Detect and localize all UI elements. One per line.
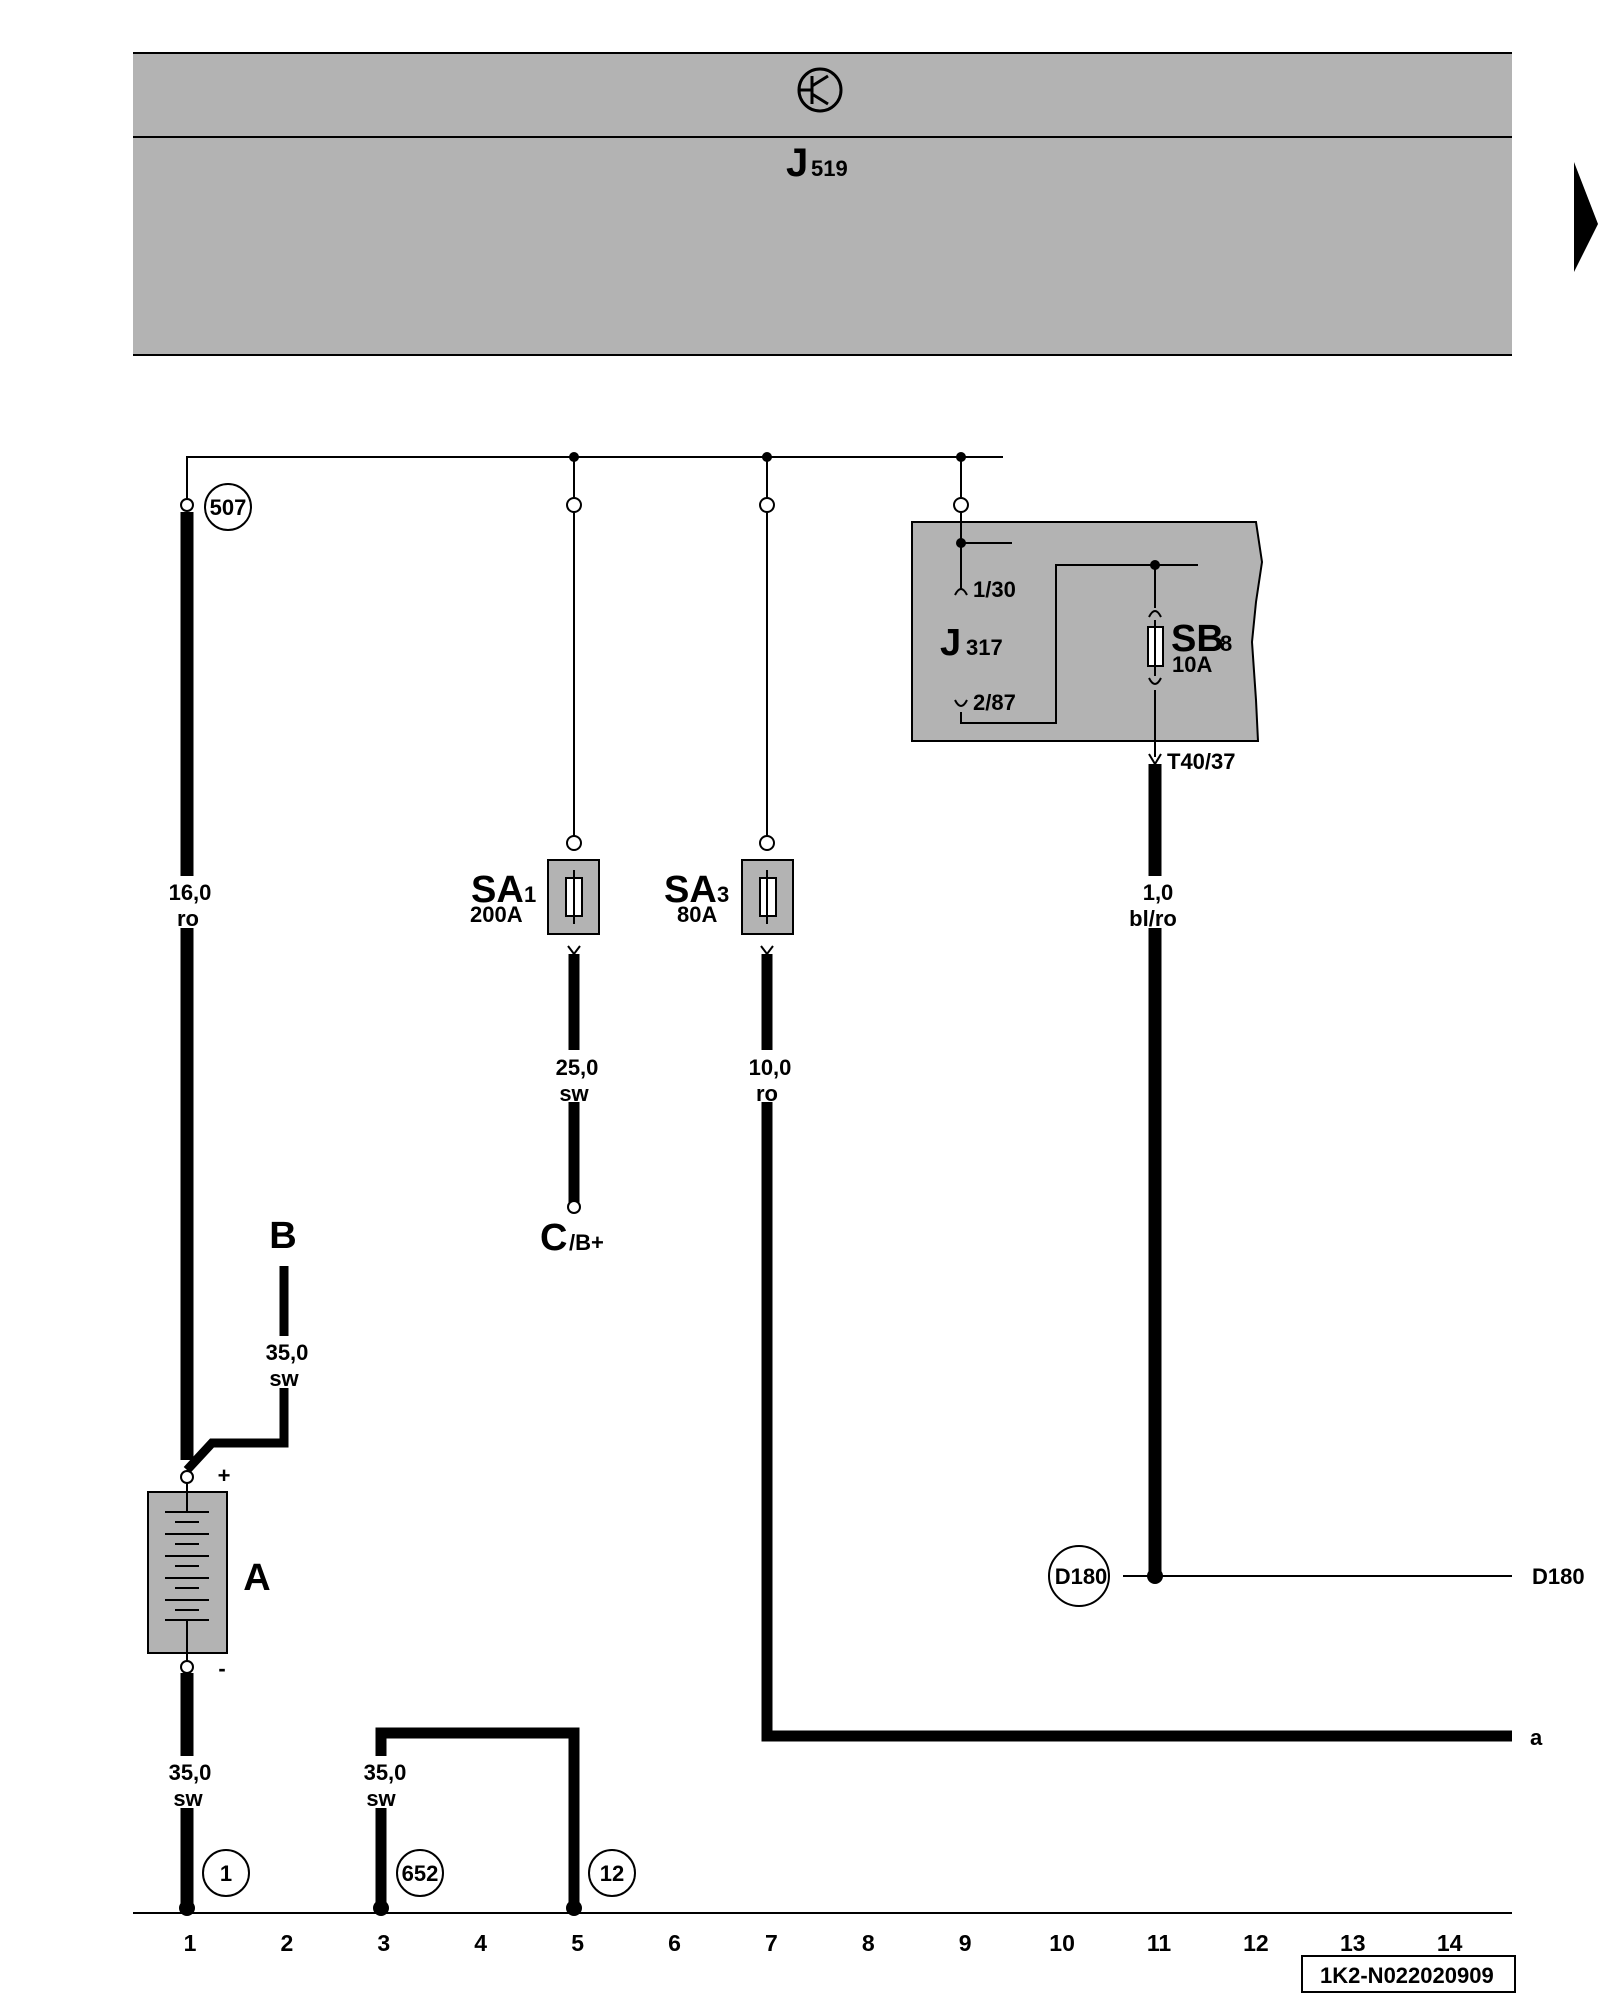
wire-col1-color: ro [177,906,199,931]
column-number: 12 [1243,1930,1269,1956]
wire-col1-size: 16,0 [169,880,212,905]
wire-battery-ground: 35,0 sw 1 [160,1673,250,1916]
column-number: 13 [1340,1930,1366,1956]
starter-label: C [540,1217,567,1259]
transistor-switch-icon [797,67,843,113]
battery-a: + - A [147,1463,271,1681]
column-number: 2 [281,1930,294,1956]
ground-point-507: 507 [204,483,252,531]
wire-3-size: 35,0 [364,1760,407,1785]
svg-text:1: 1 [220,1861,232,1886]
relay-box-j317: 1/30 J 317 2/87 SB 8 10A T40/37 [911,457,1264,774]
top-bus [186,452,1003,508]
starter-sub: /B+ [569,1230,604,1255]
battery-plus: + [218,1463,231,1488]
column-number: 8 [862,1930,875,1956]
fuse-sb8-rating: 10A [1172,652,1212,677]
column-number: 3 [377,1930,390,1956]
battery-minus: - [218,1656,225,1681]
battery-label: A [243,1557,270,1599]
connection-point-d180: D180 [1048,1545,1110,1607]
wire-3-color: sw [366,1786,396,1811]
control-unit-sub: 519 [811,156,848,181]
relay-sub: 317 [966,635,1003,660]
relay-pin-87: 2/87 [973,690,1016,715]
fuse-sb8-sub: 8 [1220,631,1232,656]
wire-alternator-b: B 35,0 sw [183,1215,314,1474]
continuation-d180: D180 [1532,1564,1585,1589]
connector-t40-37: T40/37 [1167,749,1236,774]
fuse-sa3-sub: 3 [717,882,729,907]
drawing-id: 1K2-N022020909 [1320,1963,1494,1988]
next-page-arrow-icon[interactable] [1574,162,1598,272]
drawing-id-box: 1K2-N022020909 [1301,1955,1516,1993]
ground-point-652: 652 [396,1849,444,1897]
column-number: 14 [1437,1930,1463,1956]
control-unit-j519: J 519 [133,52,1512,356]
column-number: 7 [765,1930,778,1956]
fuse-sa1-sub: 1 [524,882,536,907]
wire-bat-size: 35,0 [169,1760,212,1785]
column-number: 6 [668,1930,681,1956]
fuse-sa1-name: SA [471,869,524,911]
relay-name: J [940,622,961,664]
wire-b-color: sw [269,1366,299,1391]
wire-sa1-color: sw [559,1081,589,1106]
wire-col1: 507 16,0 ro [160,483,252,1460]
wire-sa1-size: 25,0 [556,1055,599,1080]
alternator-label: B [269,1215,296,1257]
column-number: 1 [184,1930,197,1956]
column-number: 11 [1147,1930,1172,1956]
wire-ground-strap: 35,0 sw 652 12 [354,1727,636,1916]
fuse-sa3-rating: 80A [677,902,717,927]
ground-point-1: 1 [202,1849,250,1897]
svg-text:652: 652 [402,1861,439,1886]
svg-text:507: 507 [210,495,247,520]
column-number: 9 [959,1930,972,1956]
svg-text:12: 12 [600,1861,624,1886]
wire-sb8-color: bl/ro [1129,906,1177,931]
fuse-sa1-branch: SA 1 200A 25,0 sw C /B+ [470,457,604,1259]
wire-sb8-size: 1,0 [1143,880,1174,905]
column-number: 5 [571,1930,584,1956]
fuse-sa3-branch: SA 3 80A 10,0 ro a [664,457,1543,1750]
control-unit-name: J [786,141,808,185]
wire-sa3-size: 10,0 [749,1055,792,1080]
fuse-sa3-name: SA [664,869,717,911]
continuation-a: a [1530,1725,1543,1750]
fuse-sa1-rating: 200A [470,902,523,927]
wire-b-size: 35,0 [266,1340,309,1365]
column-number: 4 [474,1930,487,1956]
ground-point-12: 12 [588,1849,636,1897]
fuse-sb8-name: SB [1171,618,1224,660]
relay-pin-30: 1/30 [973,577,1016,602]
wire-sb8: 1,0 bl/ro D180 D180 [1048,764,1585,1607]
svg-text:D180: D180 [1055,1564,1108,1589]
column-number: 10 [1049,1930,1075,1956]
wire-bat-color: sw [173,1786,203,1811]
wire-sa3-color: ro [756,1081,778,1106]
